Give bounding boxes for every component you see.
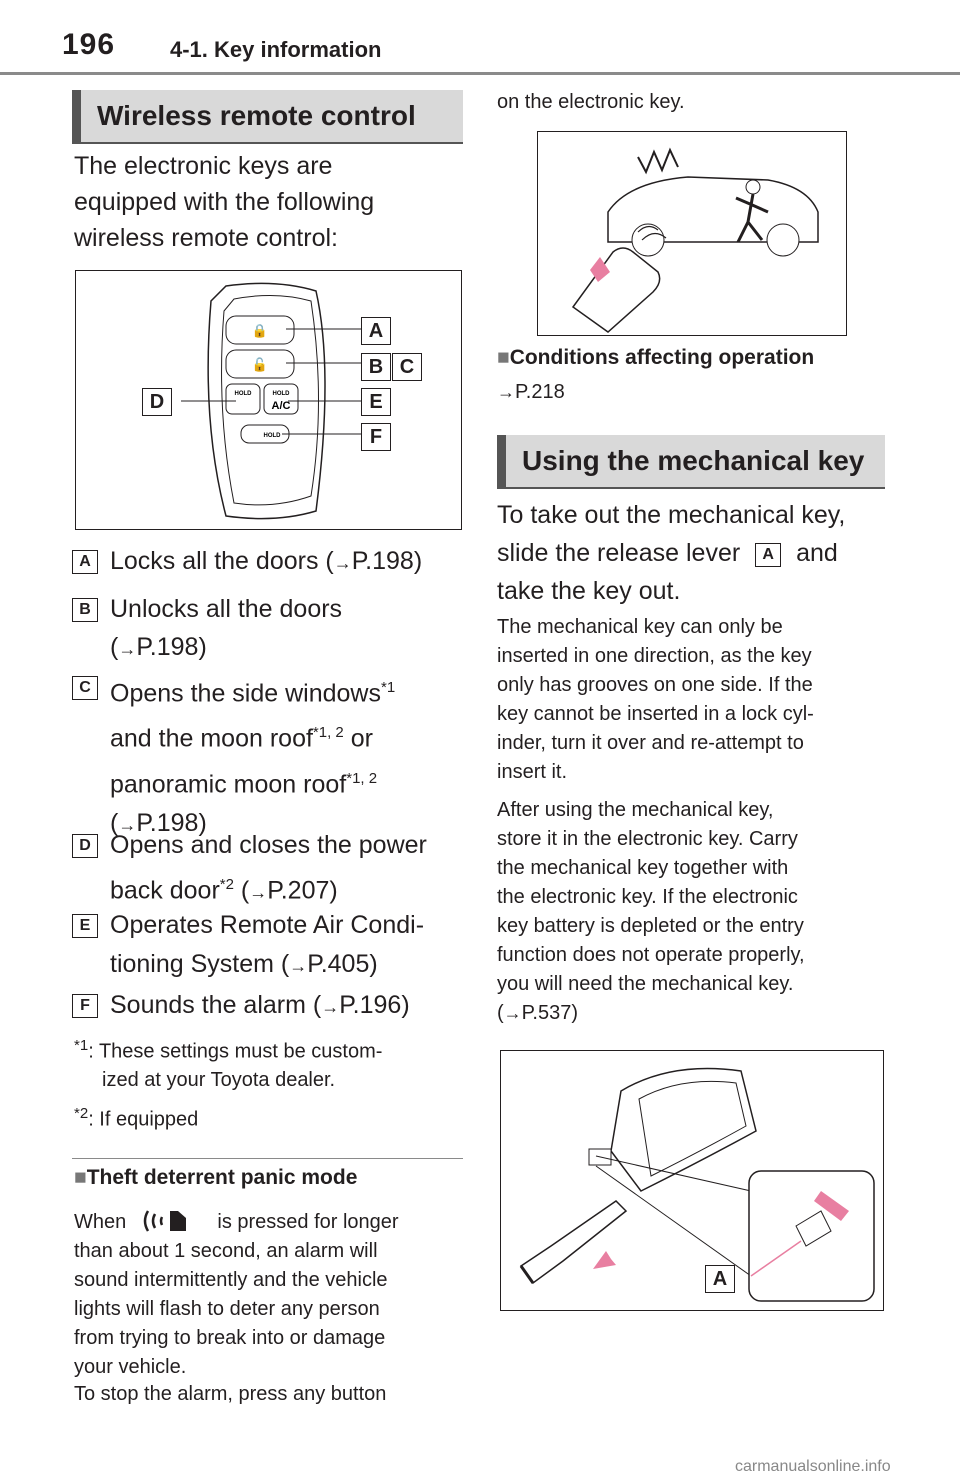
lead-label-a: A bbox=[755, 543, 782, 567]
panic-title: ■Theft deterrent panic mode bbox=[74, 1166, 358, 1189]
watermark: carmanualsonline.info bbox=[735, 1458, 891, 1475]
diagram-label-c: C bbox=[392, 353, 422, 381]
mechanical-para-2: After using the mechanical key, store it… bbox=[497, 799, 805, 1024]
item-e: E Operates Remote Air Condi-tioning Syst… bbox=[72, 906, 462, 986]
alarm-button-icon bbox=[140, 1208, 204, 1234]
item-a: A Locks all the doors (→P.198) bbox=[72, 542, 462, 582]
diagram-label-d: D bbox=[142, 388, 172, 416]
heading-underline bbox=[72, 142, 463, 144]
mechanical-heading: Using the mechanical key bbox=[497, 435, 885, 487]
panic-divider bbox=[72, 1158, 463, 1159]
wireless-intro: The electronic keys are equipped with th… bbox=[74, 152, 375, 252]
footnote-2: *2: If equipped bbox=[74, 1105, 199, 1131]
header-divider bbox=[0, 72, 960, 75]
item-b: B Unlocks all the doors(→P.198) bbox=[72, 590, 462, 668]
mechanical-lead: To take out the mechanical key, slide th… bbox=[497, 501, 846, 605]
mechanical-key-illustration bbox=[519, 1067, 875, 1302]
key-fob-figure: 🔒 🔓 HOLD HOLD A/C HOLD A B C D E F bbox=[75, 270, 462, 530]
wireless-heading: Wireless remote control bbox=[72, 90, 463, 142]
diagram-label-b: B bbox=[361, 353, 391, 381]
panic-paragraph: When is pressed for longer than about 1 … bbox=[74, 1208, 469, 1382]
panic-stop-text: To stop the alarm, press any button bbox=[74, 1383, 387, 1405]
hold-text-2: HOLD bbox=[273, 391, 291, 397]
mechanical-heading-text: Using the mechanical key bbox=[522, 445, 865, 476]
hold-text-3: HOLD bbox=[264, 433, 282, 439]
ac-text: A/C bbox=[272, 400, 291, 412]
mechanical-heading-underline bbox=[497, 487, 885, 489]
wireless-heading-text: Wireless remote control bbox=[97, 100, 416, 131]
mechanical-key-figure: A bbox=[500, 1050, 884, 1311]
page-number: 196 bbox=[62, 28, 116, 61]
mechanical-para-1: The mechanical key can only be inserted … bbox=[497, 616, 814, 783]
diagram-label-e: E bbox=[361, 388, 391, 416]
section-title: 4-1. Key information bbox=[170, 37, 382, 62]
footnote-1: *1: These settings must be custom-ized a… bbox=[74, 1037, 383, 1091]
diagram-label-a: A bbox=[361, 317, 391, 345]
svg-text:🔓: 🔓 bbox=[252, 357, 268, 373]
diagram-label-f: F bbox=[361, 423, 391, 451]
item-f: F Sounds the alarm (→P.196) bbox=[72, 986, 462, 1026]
figure-label-a: A bbox=[705, 1265, 735, 1293]
svg-text:🔒: 🔒 bbox=[252, 324, 268, 339]
key-fob-illustration: 🔒 🔓 HOLD HOLD A/C HOLD bbox=[181, 282, 361, 520]
conditions-title: ■Conditions affecting operation bbox=[497, 346, 815, 369]
panic-stop-continued: on the electronic key. bbox=[497, 91, 685, 113]
car-alarm-figure bbox=[537, 131, 847, 336]
conditions-ref: →P.218 bbox=[497, 381, 565, 403]
car-alarm-illustration bbox=[571, 147, 819, 333]
hold-text-1: HOLD bbox=[235, 391, 253, 397]
